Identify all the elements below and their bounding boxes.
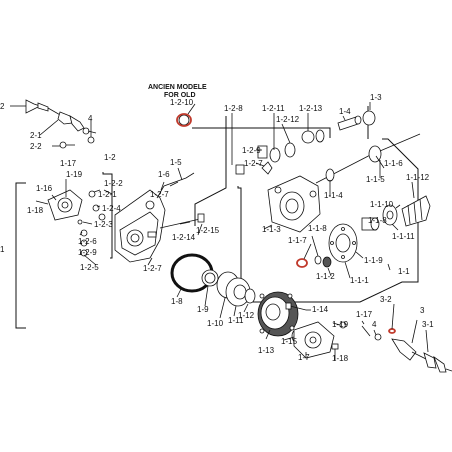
label-1-8: 1-8 [171, 297, 183, 306]
group-1-1-box [237, 138, 419, 303]
leader-lines [10, 102, 429, 358]
cover-plate-1-16 [47, 189, 83, 221]
inner-shaft [315, 133, 421, 184]
bolt-1-14 [285, 302, 307, 311]
label-1-2-4: 1-2-4 [102, 204, 121, 213]
flange-1-1-9 [328, 223, 358, 263]
o-ring-1-1-7 [296, 258, 308, 268]
label-1-6: 1-6 [158, 170, 170, 179]
cover-plate-1-7 [293, 321, 335, 359]
label-1-1-11: 1-1-11 [392, 232, 415, 241]
front-cover-1-13 [257, 291, 299, 337]
label-3: 3 [420, 306, 425, 315]
label-1-2-7: 1-2-7 [143, 264, 162, 273]
drive-shaft-rear [374, 328, 452, 373]
label-1-1-10: 1-1-10 [370, 200, 394, 209]
label-1-1-4: 1-1-4 [324, 191, 343, 200]
label-1-2-9: 1-2-9 [78, 248, 97, 257]
label-1-7: 1-7 [298, 353, 310, 362]
label-1-17-bottom: 1-17 [356, 310, 373, 319]
bolt-1-18 [331, 343, 339, 360]
label-3-2: 3-2 [380, 295, 392, 304]
label-1-1-5: 1-1-5 [366, 175, 385, 184]
gear-housing-1-1-3 [267, 175, 321, 233]
case-small-parts [77, 190, 106, 257]
label-1-2-7-mid: 1-2-7 [244, 159, 263, 168]
label-1-1: 1-1 [398, 267, 410, 276]
shaft-1-2-15 [159, 213, 205, 229]
shaft-parts-upper [178, 114, 325, 175]
label-1-1-9: 1-1-9 [364, 256, 383, 265]
label-1-2-8: 1-2-8 [224, 104, 243, 113]
label-1-2-13: 1-2-13 [299, 104, 323, 113]
label-1-2: 1-2 [104, 153, 116, 162]
label-1-18-bottom: 1-18 [332, 354, 349, 363]
label-1-19: 1-19 [66, 170, 83, 179]
label-1-16: 1-16 [36, 184, 53, 193]
sleeve-1-4 [337, 110, 376, 131]
label-ancien-modele: ANCIEN MODELE [148, 84, 207, 91]
label-1: 1 [0, 245, 5, 254]
label-1-5: 1-5 [170, 158, 182, 167]
group-1-bracket [15, 182, 26, 329]
label-1-1-7: 1-1-7 [288, 236, 307, 245]
label-1-10: 1-10 [207, 319, 224, 328]
label-1-17: 1-17 [60, 159, 77, 168]
label-1-2-14: 1-2-14 [172, 233, 196, 242]
o-ring-1-2-10 [176, 113, 192, 127]
drive-shaft-front [18, 99, 97, 149]
label-1-2-3: 1-2-3 [94, 220, 113, 229]
label-1-4-top: 1-4 [339, 107, 351, 116]
label-1-2-9-mid: 1-2-9 [242, 146, 261, 155]
group-1-2-box [194, 116, 227, 226]
label-1-1-3: 1-1-3 [262, 225, 281, 234]
label-1-13: 1-13 [258, 346, 275, 355]
bearing-1-1-2 [322, 256, 332, 268]
group-1-2-10-box [192, 127, 331, 138]
label-1-2-15: 1-2-15 [196, 226, 220, 235]
label-4-bottom: 4 [372, 320, 377, 329]
label-1-19-bottom: 1-19 [332, 320, 349, 329]
label-1-1-6: 1-1-6 [384, 159, 403, 168]
label-1-1-2: 1-1-2 [316, 272, 335, 281]
label-1-3: 1-3 [370, 93, 382, 102]
label-1-2-10: 1-2-10 [170, 98, 194, 107]
group-1-2-outline [102, 172, 113, 259]
hub-1-1-11 [361, 217, 380, 231]
label-1-2-5: 1-2-5 [80, 263, 99, 272]
label-1-1-8-right: 1-1-8 [368, 216, 387, 225]
ring-gear [216, 271, 256, 307]
label-1-2-12: 1-2-12 [276, 115, 300, 124]
label-1-1-1: 1-1-1 [350, 276, 369, 285]
label-1-2-1: 1-2-1 [98, 190, 117, 199]
label-1-14: 1-14 [312, 305, 329, 314]
label-4-top: 4 [88, 114, 93, 123]
label-1-18: 1-18 [27, 206, 44, 215]
breather-hose [156, 172, 195, 199]
spring-1-1-12 [401, 195, 431, 227]
label-1-2-11: 1-2-11 [262, 104, 285, 113]
label-2-2: 2-2 [30, 142, 42, 151]
differential-case [114, 189, 166, 263]
label-1-2-6: 1-2-6 [78, 237, 97, 246]
label-for-old: FOR OLD [164, 92, 196, 99]
seal-1-1-7 [314, 255, 322, 265]
label-1-9: 1-9 [197, 305, 209, 314]
label-1-12: 1-12 [238, 311, 255, 320]
label-1-1-12: 1-1-12 [406, 173, 430, 182]
label-1-2-7-top: 1-2-7 [150, 190, 169, 199]
label-2: 2 [0, 102, 5, 111]
label-2-1: 2-1 [30, 131, 42, 140]
label-1-1-8: 1-1-8 [308, 224, 327, 233]
label-1-11: 1-11 [228, 316, 244, 325]
label-3-1: 3-1 [422, 320, 434, 329]
label-1-2-2: 1-2-2 [104, 179, 123, 188]
label-1-15: 1-15 [281, 337, 298, 346]
